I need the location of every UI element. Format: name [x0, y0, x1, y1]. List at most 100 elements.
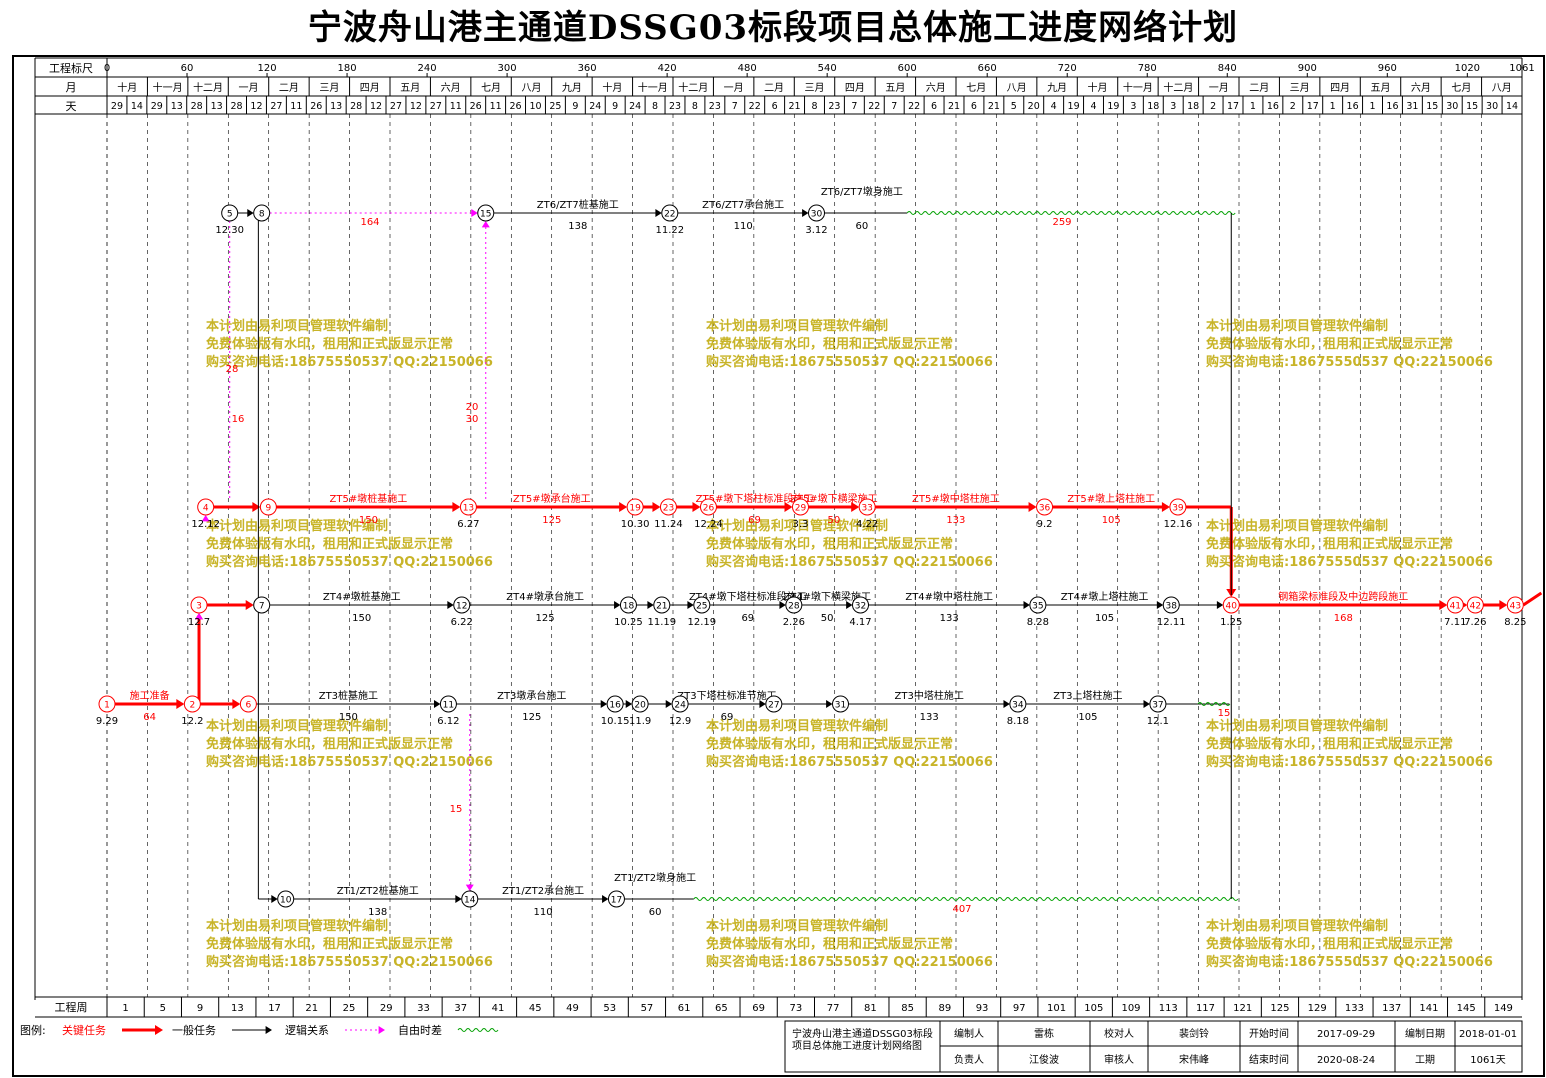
event-node-number: 37	[1152, 701, 1163, 711]
month-label: 三月	[319, 82, 339, 94]
month-label: 十月	[117, 81, 137, 94]
task-duration: 50	[821, 613, 834, 624]
watermark-text: 本计划由易利项目管理软件编制	[1206, 918, 1388, 934]
event-node-number: 27	[768, 701, 779, 711]
event-node-number: 19	[629, 504, 641, 514]
task-duration: 69	[741, 613, 754, 624]
task-name: ZT3墩承台施工	[497, 689, 566, 702]
month-label: 十二月	[193, 81, 223, 94]
day-label: 22	[749, 101, 761, 112]
event-node-number: 5	[227, 210, 233, 220]
day-label: 19	[1068, 101, 1080, 112]
node-date: 11.24	[654, 519, 683, 530]
event-node	[461, 890, 479, 908]
info-cell: 2017-09-29	[1317, 1029, 1375, 1040]
ruler-tick-label: 0	[104, 63, 110, 74]
event-node	[1222, 596, 1240, 614]
task-duration: 150	[352, 613, 371, 624]
event-node	[653, 596, 671, 614]
day-label: 12	[250, 101, 262, 112]
node-date: 12.2	[181, 716, 203, 727]
week-value: 13	[231, 1003, 244, 1014]
critical-task-arrowhead	[245, 600, 254, 610]
page-title: 宁波舟山港主通道DSSG03标段项目总体施工进度网络计划	[307, 8, 1239, 48]
ruler-tick-label: 120	[257, 63, 276, 74]
watermark-text: 购买咨询电话:18675550537 QQ:22150066	[1206, 354, 1493, 370]
week-value: 49	[566, 1003, 579, 1014]
watermark-text: 免费体验版有水印，租用和正式版显示正常	[206, 736, 453, 752]
month-label: 三月	[805, 82, 825, 94]
day-label: 1	[1330, 101, 1336, 112]
watermark-text: 购买咨询电话:18675550537 QQ:22150066	[706, 554, 993, 570]
watermark-text: 免费体验版有水印，租用和正式版显示正常	[1206, 536, 1453, 552]
event-node	[477, 204, 495, 222]
task-arrow-arrowhead	[665, 700, 673, 708]
event-node-number: 14	[464, 896, 476, 906]
event-node-number: 41	[1450, 602, 1461, 612]
watermark-text: 本计划由易利项目管理软件编制	[206, 518, 388, 534]
event-node-number: 16	[609, 701, 621, 711]
legend-critical-arrowhead	[155, 1025, 163, 1035]
month-label: 四月	[1330, 82, 1350, 94]
day-label: 27	[430, 101, 442, 112]
task-arrow-arrowhead	[759, 700, 766, 708]
free-float-arrowhead	[465, 884, 474, 891]
day-label: 22	[868, 101, 880, 112]
event-node-number: 33	[861, 504, 872, 514]
event-node	[1036, 498, 1054, 516]
week-value: 53	[603, 1003, 616, 1014]
week-value: 73	[790, 1003, 803, 1014]
week-value: 93	[976, 1003, 989, 1014]
task-name: ZT5#墩承台施工	[513, 492, 591, 505]
node-date: 9.2	[1037, 519, 1053, 530]
day-label: 16	[1267, 101, 1279, 112]
task-name: ZT3下塔柱标准节施工	[677, 689, 776, 702]
event-node-number: 26	[703, 504, 715, 514]
day-label: 11	[290, 101, 302, 112]
event-node-number: 7	[259, 602, 265, 612]
task-name: ZT4#墩下横梁施工	[783, 590, 871, 603]
month-label: 五月	[885, 82, 905, 94]
month-label: 五月	[1371, 82, 1391, 94]
week-value: 105	[1084, 1003, 1103, 1014]
event-node-number: 32	[855, 602, 866, 612]
watermark-text: 本计划由易利项目管理软件编制	[1206, 518, 1388, 534]
day-label: 28	[350, 101, 362, 112]
event-node-number: 4	[203, 504, 209, 514]
ruler-tick-label: 420	[658, 63, 677, 74]
event-node-number: 10	[280, 896, 292, 906]
ruler-tick-label: 660	[978, 63, 997, 74]
task-arrow-arrowhead	[1143, 700, 1150, 708]
info-cell: 江俊波	[1029, 1053, 1059, 1066]
day-label: 16	[1347, 101, 1359, 112]
week-value: 29	[380, 1003, 393, 1014]
week-value: 37	[454, 1003, 467, 1014]
event-node	[439, 695, 457, 713]
info-project-title: 宁波舟山港主通道DSSG03标段项目总体施工进度计划网络图	[792, 1027, 933, 1052]
week-row-label: 工程周	[55, 1001, 88, 1014]
month-label: 十月	[1088, 81, 1108, 94]
task-name: ZT5#墩桩基施工	[330, 492, 408, 505]
watermark-text: 购买咨询电话:18675550537 QQ:22150066	[206, 754, 493, 770]
node-date: 11.9	[629, 716, 651, 727]
float-label: 259	[1052, 217, 1071, 228]
event-node-number: 22	[664, 210, 675, 220]
ruler-tick-label: 1061	[1509, 63, 1534, 74]
watermark-text: 免费体验版有水印，租用和正式版显示正常	[706, 936, 953, 952]
node-date: 10.15	[601, 716, 630, 727]
critical-task-arrow-arrowhead	[1028, 502, 1037, 512]
month-label: 六月	[441, 82, 461, 94]
free-float-wave	[906, 211, 1236, 215]
event-node	[858, 498, 876, 516]
week-value: 97	[1013, 1003, 1026, 1014]
month-label: 九月	[562, 82, 582, 94]
week-value: 81	[864, 1003, 877, 1014]
event-node	[253, 204, 271, 222]
outer-frame	[12, 55, 1545, 1077]
watermark-text: 免费体验版有水印，租用和正式版显示正常	[1206, 336, 1453, 352]
week-value: 125	[1270, 1003, 1289, 1014]
node-date: 3.12	[805, 225, 827, 236]
event-node	[1149, 695, 1167, 713]
node-date: 6.12	[437, 716, 459, 727]
critical-task-arrow-arrowhead	[652, 502, 661, 512]
